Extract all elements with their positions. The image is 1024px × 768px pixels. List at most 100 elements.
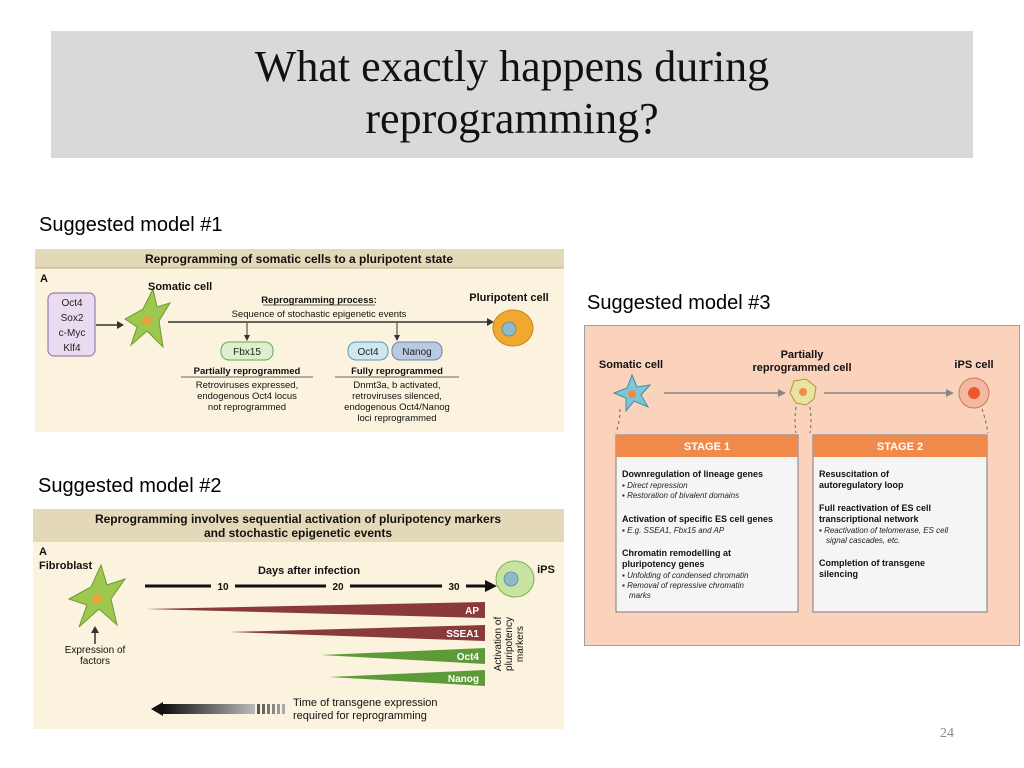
days-axis-arrowhead xyxy=(485,580,497,592)
m3-partial-nucleus xyxy=(799,388,807,396)
tick-20-gap xyxy=(326,580,350,592)
factors-arrowhead xyxy=(117,321,124,329)
m3-ips-label: iPS cell xyxy=(954,359,993,371)
s1-bullet-4-text: Unfolding of condensed chromatin xyxy=(627,571,749,580)
s2-bullet-1a-text: Reactivation of telomerase, ES cell xyxy=(824,526,948,535)
model-3-caption: Suggested model #3 xyxy=(587,292,771,314)
expression-line-2: factors xyxy=(80,656,110,667)
stage-2-title: STAGE 2 xyxy=(877,441,923,453)
process-title: Reprogramming process: xyxy=(261,295,377,306)
s2-heading-3a: Completion of transgene xyxy=(819,558,925,568)
stage-2-header xyxy=(813,435,987,457)
ap-label: AP xyxy=(465,606,479,617)
s2-heading-1b: autoregulatory loop xyxy=(819,480,904,490)
m3-arrowhead-1 xyxy=(778,389,786,397)
full-branch-arrowhead xyxy=(394,335,400,341)
partial-branch-arrowhead xyxy=(244,335,250,341)
s1-bullet-2: ▪ Restoration of bivalent domains xyxy=(622,491,739,500)
s2-heading-1a: Resuscitation of xyxy=(819,469,890,479)
model-2-background xyxy=(33,509,564,729)
s1-bullet-5b: marks xyxy=(629,591,651,600)
s2-heading-3b: silencing xyxy=(819,569,858,579)
stage-1-box xyxy=(615,434,799,613)
tick-10: 10 xyxy=(217,582,229,593)
s1-bullet-3: ▪ E.g. SSEA1, Fbx15 and AP xyxy=(622,526,725,535)
transgene-dash-6 xyxy=(282,704,285,714)
oct4-label: Oct4 xyxy=(357,347,379,358)
pluripotent-cell-label: Pluripotent cell xyxy=(469,292,548,304)
m3-partial-line-2: reprogrammed cell xyxy=(752,362,851,374)
transgene-line-2: required for reprogramming xyxy=(293,710,427,722)
full-line-4: loci reprogrammed xyxy=(357,413,436,424)
slide-title: What exactly happens during reprogrammin… xyxy=(51,41,973,145)
partial-line-3: not reprogrammed xyxy=(208,402,286,413)
m3-guide-1 xyxy=(615,408,621,434)
model-1-figure: Reprogramming of somatic cells to a plur… xyxy=(35,249,564,432)
days-label: Days after infection xyxy=(258,565,360,577)
partial-line-1: Retroviruses expressed, xyxy=(196,380,298,391)
nanog-bar xyxy=(329,670,485,686)
s2-bullet-1b: signal cascades, etc. xyxy=(826,536,900,545)
transgene-dash-5 xyxy=(277,704,280,714)
s1-heading-2: Activation of specific ES cell genes xyxy=(622,514,773,524)
nanog-label: Nanog xyxy=(402,347,431,358)
ssea1-label: SSEA1 xyxy=(446,629,479,640)
model-2-header-line-2: and stochastic epigenetic events xyxy=(204,526,392,540)
page-number: 24 xyxy=(940,726,954,741)
model-2-panel-letter: A xyxy=(39,546,47,558)
model-2-header-bar xyxy=(33,509,564,542)
ap-bar xyxy=(145,602,485,618)
model-2-header-line-1: Reprogramming involves sequential activa… xyxy=(95,512,501,526)
s1-bullet-5a: ▪ Removal of repressive chromatin xyxy=(622,581,745,590)
s1-bullet-5a-text: Removal of repressive chromatin xyxy=(627,581,744,590)
partial-title: Partially reprogrammed xyxy=(194,366,301,377)
transgene-dash-4 xyxy=(272,704,275,714)
transgene-bar xyxy=(163,704,255,714)
full-title: Fully reprogrammed xyxy=(351,366,443,377)
factor-1: Oct4 xyxy=(61,298,83,309)
s1-heading-3b: pluripotency genes xyxy=(622,559,705,569)
s1-bullet-4: ▪ Unfolding of condensed chromatin xyxy=(622,571,749,580)
process-arrowhead xyxy=(487,318,494,326)
oct4-marker xyxy=(347,341,389,361)
model-1-header: Reprogramming of somatic cells to a plur… xyxy=(145,252,453,266)
fbx15-marker xyxy=(220,341,274,361)
model-2-figure: Reprogramming involves sequential activa… xyxy=(33,509,564,729)
s1-bullet-1-text: Direct repression xyxy=(627,481,688,490)
m3-guide-2 xyxy=(794,406,797,434)
factors-box xyxy=(47,292,96,357)
full-line-3: endogenous Oct4/Nanog xyxy=(344,402,450,413)
factor-4: Klf4 xyxy=(63,343,81,354)
model-1-panel-letter: A xyxy=(40,273,48,285)
somatic-cell-label: Somatic cell xyxy=(148,281,212,293)
activation-line-3: markers xyxy=(515,626,526,662)
m3-ips-nucleus xyxy=(968,387,980,399)
m3-arrowhead-2 xyxy=(946,389,954,397)
s2-heading-2a: Full reactivation of ES cell xyxy=(819,503,931,513)
model-3-figure: Somatic cell Partially reprogrammed cell… xyxy=(584,325,1020,646)
s2-heading-2b: transcriptional network xyxy=(819,514,920,524)
title-box: What exactly happens during reprogrammin… xyxy=(51,31,973,158)
fibroblast-label: Fibroblast xyxy=(39,560,93,572)
full-line-2: retroviruses silenced, xyxy=(352,391,442,402)
expression-arrowhead xyxy=(91,626,99,633)
m3-partial-line-1: Partially xyxy=(781,349,825,361)
m3-guide-3 xyxy=(809,406,812,434)
full-line-1: Dnmt3a, b activated, xyxy=(353,380,440,391)
slide-title-line-2: reprogramming? xyxy=(365,94,659,143)
s2-bullet-1a: ▪ Reactivation of telomerase, ES cell xyxy=(819,526,948,535)
model-1-background xyxy=(35,249,564,432)
nanog-bar-label: Nanog xyxy=(448,674,479,685)
oct4-bar-label: Oct4 xyxy=(457,652,480,663)
tick-10-gap xyxy=(211,580,235,592)
transgene-arrowhead xyxy=(151,702,163,716)
tick-30-gap xyxy=(442,580,466,592)
s1-heading-1: Downregulation of lineage genes xyxy=(622,469,763,479)
model-2-caption: Suggested model #2 xyxy=(38,475,222,497)
fibroblast-nucleus xyxy=(92,594,102,604)
m3-somatic-label: Somatic cell xyxy=(599,359,663,371)
factor-3: c-Myc xyxy=(59,328,86,339)
m3-guide-4 xyxy=(981,408,989,434)
partial-line-2: endogenous Oct4 locus xyxy=(197,391,297,402)
tick-20: 20 xyxy=(332,582,344,593)
